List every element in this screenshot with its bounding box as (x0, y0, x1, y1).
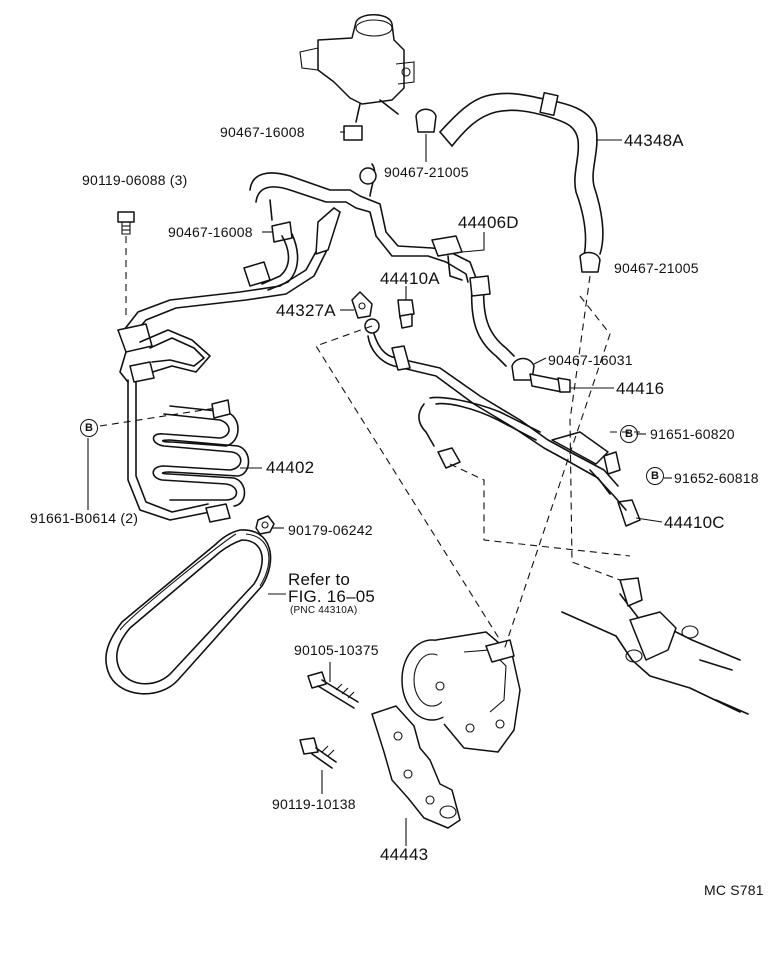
label-44406d: 44406D (458, 213, 519, 232)
refer-text-line2: FIG. 16–05 (288, 587, 376, 606)
circle-b-marker-2: B (80, 419, 98, 437)
nut-90179-06242 (255, 515, 275, 535)
figure-code: MC S781 (704, 882, 764, 898)
dashed-reference-lines (99, 236, 640, 651)
label-44402: 44402 (266, 458, 315, 477)
label-44327a: 44327A (276, 301, 336, 320)
refer-text-line3: (PNC 44310A) (290, 605, 358, 616)
bolt-90119-06088 (117, 211, 135, 235)
reservoir-tank (299, 14, 415, 123)
label-90467-16008-mid: 90467-16008 (168, 224, 253, 240)
v-belt (105, 529, 272, 695)
label-90467-16031: 90467-16031 (548, 352, 633, 368)
label-90467-21005-top: 90467-21005 (384, 164, 469, 180)
return-pipes (123, 163, 515, 367)
steering-gear (561, 577, 749, 715)
hose-44348a (439, 92, 604, 257)
bolt-90119-10138 (299, 737, 337, 769)
label-44416: 44416 (616, 379, 665, 398)
oil-cooler-44402 (117, 323, 250, 523)
leader-lines (87, 131, 672, 846)
label-90467-16008-top: 90467-16008 (220, 124, 305, 140)
label-44443: 44443 (380, 845, 429, 864)
label-91652-60818: 91652-60818 (674, 470, 759, 486)
vane-pump (401, 631, 521, 753)
label-91661-b0614: 91661-B0614 (2) (30, 510, 139, 526)
label-44410c: 44410C (664, 513, 725, 532)
label-90179-06242: 90179-06242 (288, 522, 373, 538)
label-90119-10138: 90119-10138 (272, 796, 356, 812)
pressure-hose (364, 318, 641, 527)
fitting-44410a (397, 299, 415, 329)
bolt-90105-10375 (307, 671, 359, 709)
clamps (271, 108, 601, 381)
bracket-44327a (351, 291, 373, 319)
label-44348a: 44348A (624, 131, 684, 150)
union-bolt-44416 (529, 373, 571, 393)
label-90467-21005-right: 90467-21005 (614, 260, 699, 276)
circle-b-marker-3: B (646, 467, 664, 485)
bracket-44443 (371, 705, 461, 829)
circle-b-marker-1: B (620, 425, 638, 443)
label-90119-06088: 90119-06088 (3) (82, 172, 188, 188)
refer-text-line1: Refer to (288, 570, 351, 589)
label-91651-60820: 91651-60820 (650, 426, 735, 442)
label-90105-10375: 90105-10375 (294, 642, 379, 658)
label-44410a: 44410A (380, 269, 440, 288)
